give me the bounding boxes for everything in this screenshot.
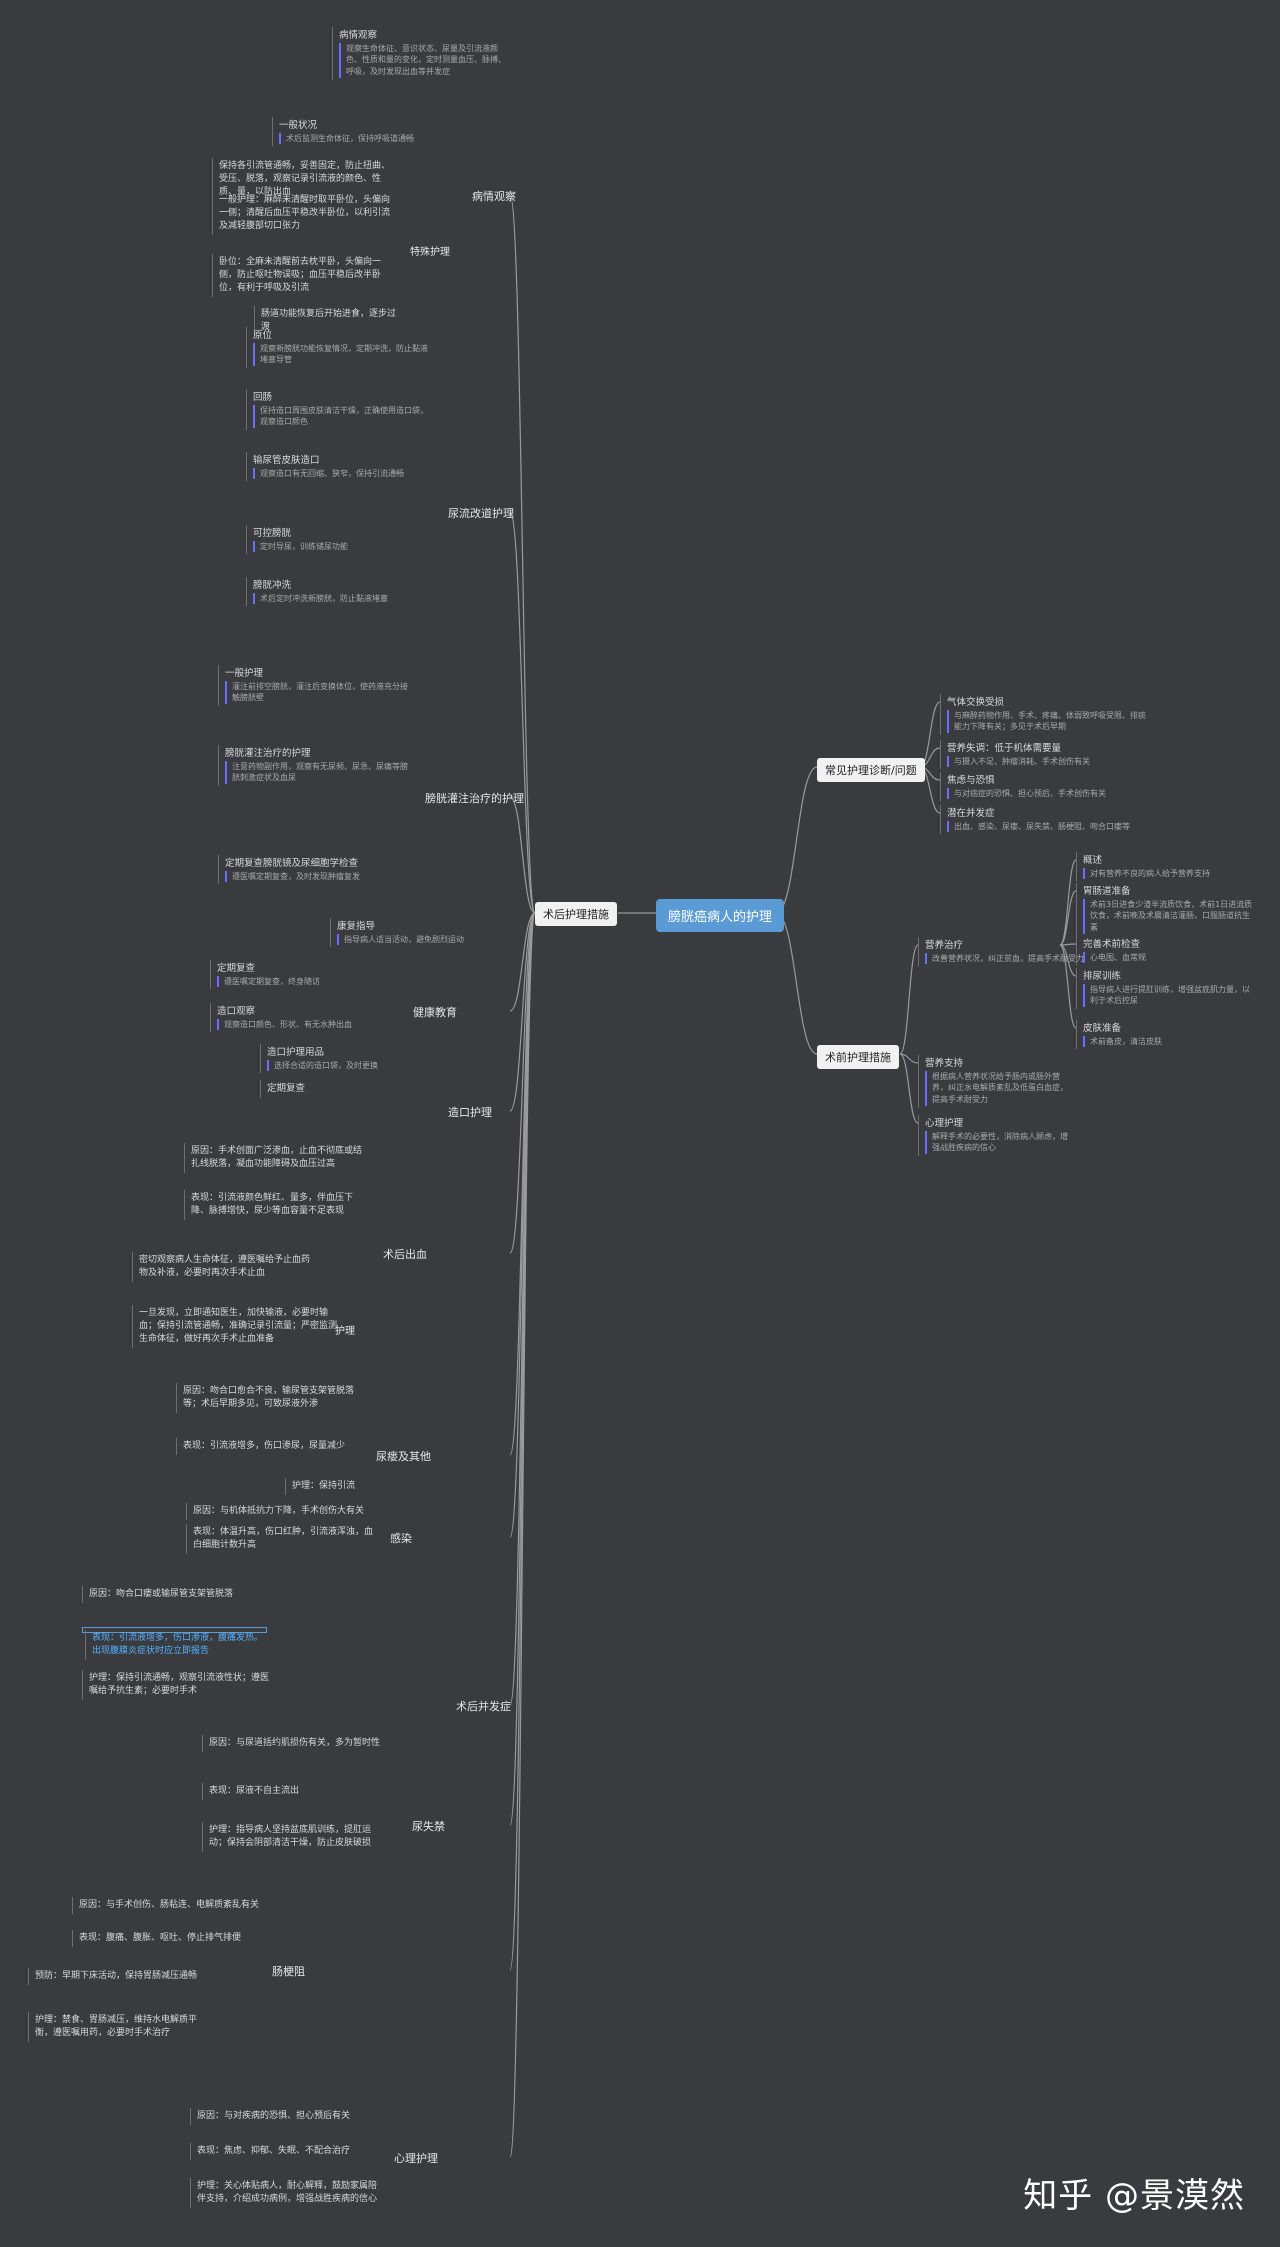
- left-group-12[interactable]: 心理护理: [394, 2152, 438, 2165]
- branch-postop[interactable]: 术后护理措施: [535, 902, 617, 926]
- conn-trunk-3: [509, 912, 536, 1012]
- left-group-9[interactable]: 术后并发症: [456, 1700, 511, 1713]
- left-group-4[interactable]: 健康教育: [413, 1006, 457, 1019]
- conn-nut-1: [1059, 890, 1077, 946]
- left-group-5[interactable]: 造口护理: [448, 1106, 492, 1119]
- conn-nut-0: [1059, 859, 1077, 946]
- conn-trunk-2: [509, 796, 536, 914]
- conn-trunk-0: [509, 194, 536, 914]
- left-group-8[interactable]: 感染: [390, 1532, 412, 1545]
- l9-item-2: 表现：引流液增多，伤口渗液，腹痛发热。出现腹膜炎症状时应立即报告: [82, 1627, 267, 1661]
- conn-root-preop: [775, 912, 818, 1055]
- conn-preop-1: [899, 1053, 919, 1064]
- left-group-1[interactable]: 病情观察: [472, 190, 516, 203]
- branch-preop[interactable]: 术前护理措施: [817, 1045, 899, 1069]
- conn-trunk-4: [509, 912, 536, 1112]
- left-group-6[interactable]: 术后出血: [383, 1248, 427, 1261]
- conn-preop-0: [899, 944, 919, 1055]
- left-group-7[interactable]: 尿瘘及其他: [376, 1450, 431, 1463]
- conn-trunk-5: [509, 912, 536, 1254]
- branch-diagnosis[interactable]: 常见护理诊断/问题: [817, 758, 925, 782]
- left-group-3[interactable]: 膀胱灌注治疗的护理: [425, 792, 524, 805]
- root-node[interactable]: 膀胱癌病人的护理: [656, 899, 785, 932]
- l1-group-label: 特殊护理: [410, 247, 450, 258]
- conn-trunk-1: [509, 511, 536, 914]
- zhihu-watermark: 知乎 @景漠然: [1023, 2176, 1245, 2216]
- left-group-11[interactable]: 肠梗阻: [272, 1965, 305, 1978]
- conn-root-diag: [775, 766, 818, 914]
- conn-trunk-11: [509, 912, 536, 2158]
- l6-group-label: 护理: [335, 1326, 355, 1337]
- conn-nut-4: [1059, 944, 1077, 1029]
- left-group-10[interactable]: 尿失禁: [412, 1820, 445, 1833]
- conn-preop-2: [899, 1053, 919, 1124]
- left-group-2[interactable]: 尿流改道护理: [448, 507, 514, 520]
- conn-trunk-9: [509, 912, 536, 1826]
